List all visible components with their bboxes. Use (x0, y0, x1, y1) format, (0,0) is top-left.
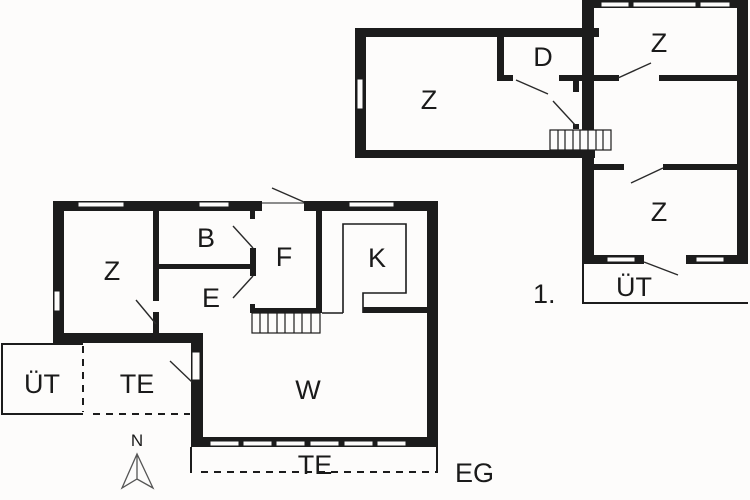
room-label-bedroom: Z (104, 256, 121, 286)
floor-label-ground: EG (455, 458, 494, 488)
room-label-bedroom-south: Z (651, 197, 668, 227)
room-label-living-room: W (295, 375, 321, 405)
north-label: N (131, 431, 143, 450)
room-label-utility-first: ÜT (616, 272, 652, 302)
room-label-hallway: F (276, 242, 293, 272)
room-label-utility-ground: ÜT (24, 369, 60, 399)
room-label-storage: D (533, 42, 553, 72)
room-label-bedroom-west: Z (421, 85, 438, 115)
room-label-entrance: E (202, 283, 220, 313)
room-label-kitchen: K (368, 243, 386, 273)
north-arrow: N (120, 431, 155, 490)
staircase-ground (251, 312, 321, 334)
ground-floor: Z B E F K W TE TE ÜT EG (1, 187, 494, 488)
room-label-bathroom: B (197, 223, 215, 253)
north-arrow-icon (120, 452, 155, 490)
room-label-front-terrace: TE (298, 450, 333, 480)
floor-label-first: 1. (533, 279, 556, 309)
first-floor: Z D Z Z ÜT 1. (355, 0, 748, 309)
staircase-first (549, 129, 612, 151)
room-label-side-terrace: TE (120, 369, 155, 399)
room-label-bedroom-north: Z (651, 28, 668, 58)
